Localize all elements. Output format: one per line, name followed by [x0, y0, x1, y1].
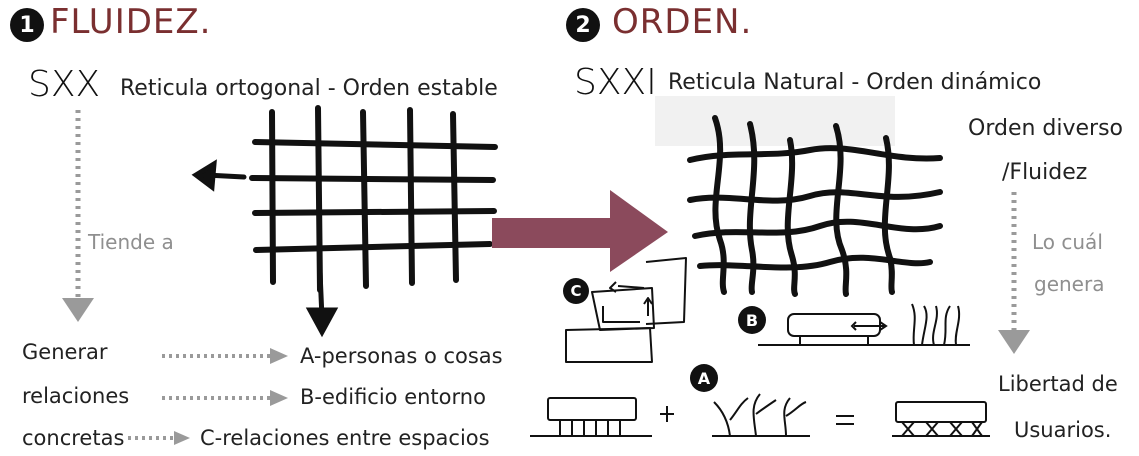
natural-grid — [687, 115, 943, 297]
orthogonal-grid-description: Reticula ortogonal - Orden estable — [120, 76, 498, 101]
sketch-c-spaces — [565, 257, 687, 363]
section-2-badge: 2 — [566, 8, 600, 42]
sketch-a-badge: A — [690, 364, 718, 392]
target-a-label: A-personas o cosas — [300, 344, 503, 368]
sketch-c-badge: C — [563, 278, 589, 304]
tends-to-label: Tiende a — [88, 230, 174, 254]
section-1-title: FLUIDEZ. — [50, 2, 212, 42]
transition-arrow — [492, 190, 668, 272]
generates-label: genera — [1034, 272, 1105, 296]
orthogonal-grid — [249, 105, 498, 293]
sketch-b-building-environment — [758, 303, 970, 346]
fluidity-label: /Fluidez — [1002, 160, 1088, 185]
tends-to-arrowhead — [62, 298, 94, 322]
users-label: Usuarios. — [1014, 418, 1112, 442]
grid-outward-arrows — [191, 159, 339, 338]
diverse-order-label: Orden diverso — [968, 116, 1124, 141]
relation-arrows — [128, 354, 272, 440]
natural-grid-background — [655, 96, 895, 146]
target-c-label: C-relaciones entre espacios — [200, 426, 490, 450]
section-2-title: ORDEN. — [612, 2, 753, 42]
target-b-label: B-edificio entorno — [300, 385, 486, 409]
which-label: Lo cuál — [1032, 230, 1103, 254]
sxx-label: SXX — [28, 64, 101, 105]
freedom-label: Libertad de — [998, 372, 1118, 396]
relations-label: relaciones — [22, 384, 130, 408]
natural-grid-description: Reticula Natural - Orden dinámico — [668, 70, 1042, 95]
generates-arrowhead — [998, 330, 1030, 354]
sxxi-label: SXXI — [574, 62, 657, 103]
concrete-label: concretas — [22, 426, 125, 450]
sketch-b-badge: B — [738, 306, 766, 334]
relation-arrowheads — [174, 348, 288, 445]
section-1-badge: 1 — [10, 8, 44, 42]
generate-label: Generar — [22, 340, 108, 364]
sketch-a-equation — [530, 393, 990, 437]
